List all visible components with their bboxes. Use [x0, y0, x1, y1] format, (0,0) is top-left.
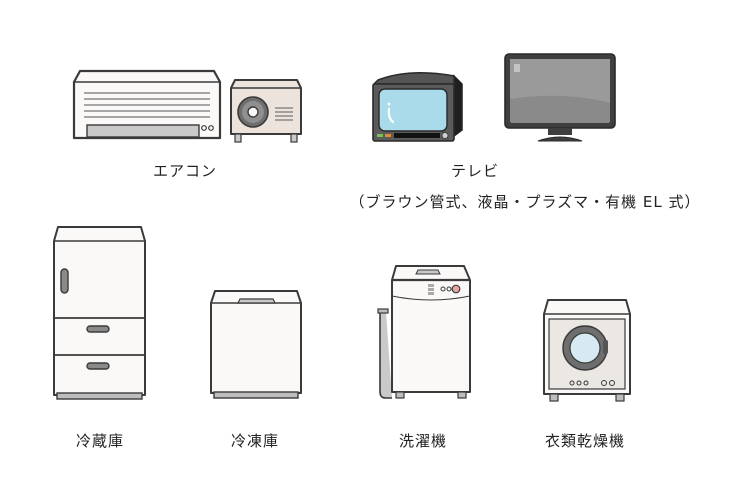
- chest-freezer-icon: [210, 290, 302, 399]
- label-freezer: 冷凍庫: [230, 432, 279, 450]
- label-aircon: エアコン: [152, 162, 217, 180]
- air-conditioner-outdoor-icon: [230, 79, 302, 143]
- flat-panel-television-icon: [504, 53, 616, 142]
- label-tv: テレビ: [450, 162, 499, 180]
- washing-machine-icon: [377, 265, 471, 399]
- air-conditioner-indoor-icon: [72, 69, 222, 140]
- clothes-dryer-icon: [543, 299, 631, 402]
- label-dryer: 衣類乾燥機: [544, 432, 625, 450]
- refrigerator-icon: [53, 226, 146, 400]
- label-tv-types: （ブラウン管式、液晶・プラズマ・有機 EL 式）: [349, 193, 701, 211]
- label-washer: 洗濯機: [398, 432, 447, 450]
- label-refrigerator: 冷蔵庫: [75, 432, 124, 450]
- crt-television-icon: [372, 72, 463, 142]
